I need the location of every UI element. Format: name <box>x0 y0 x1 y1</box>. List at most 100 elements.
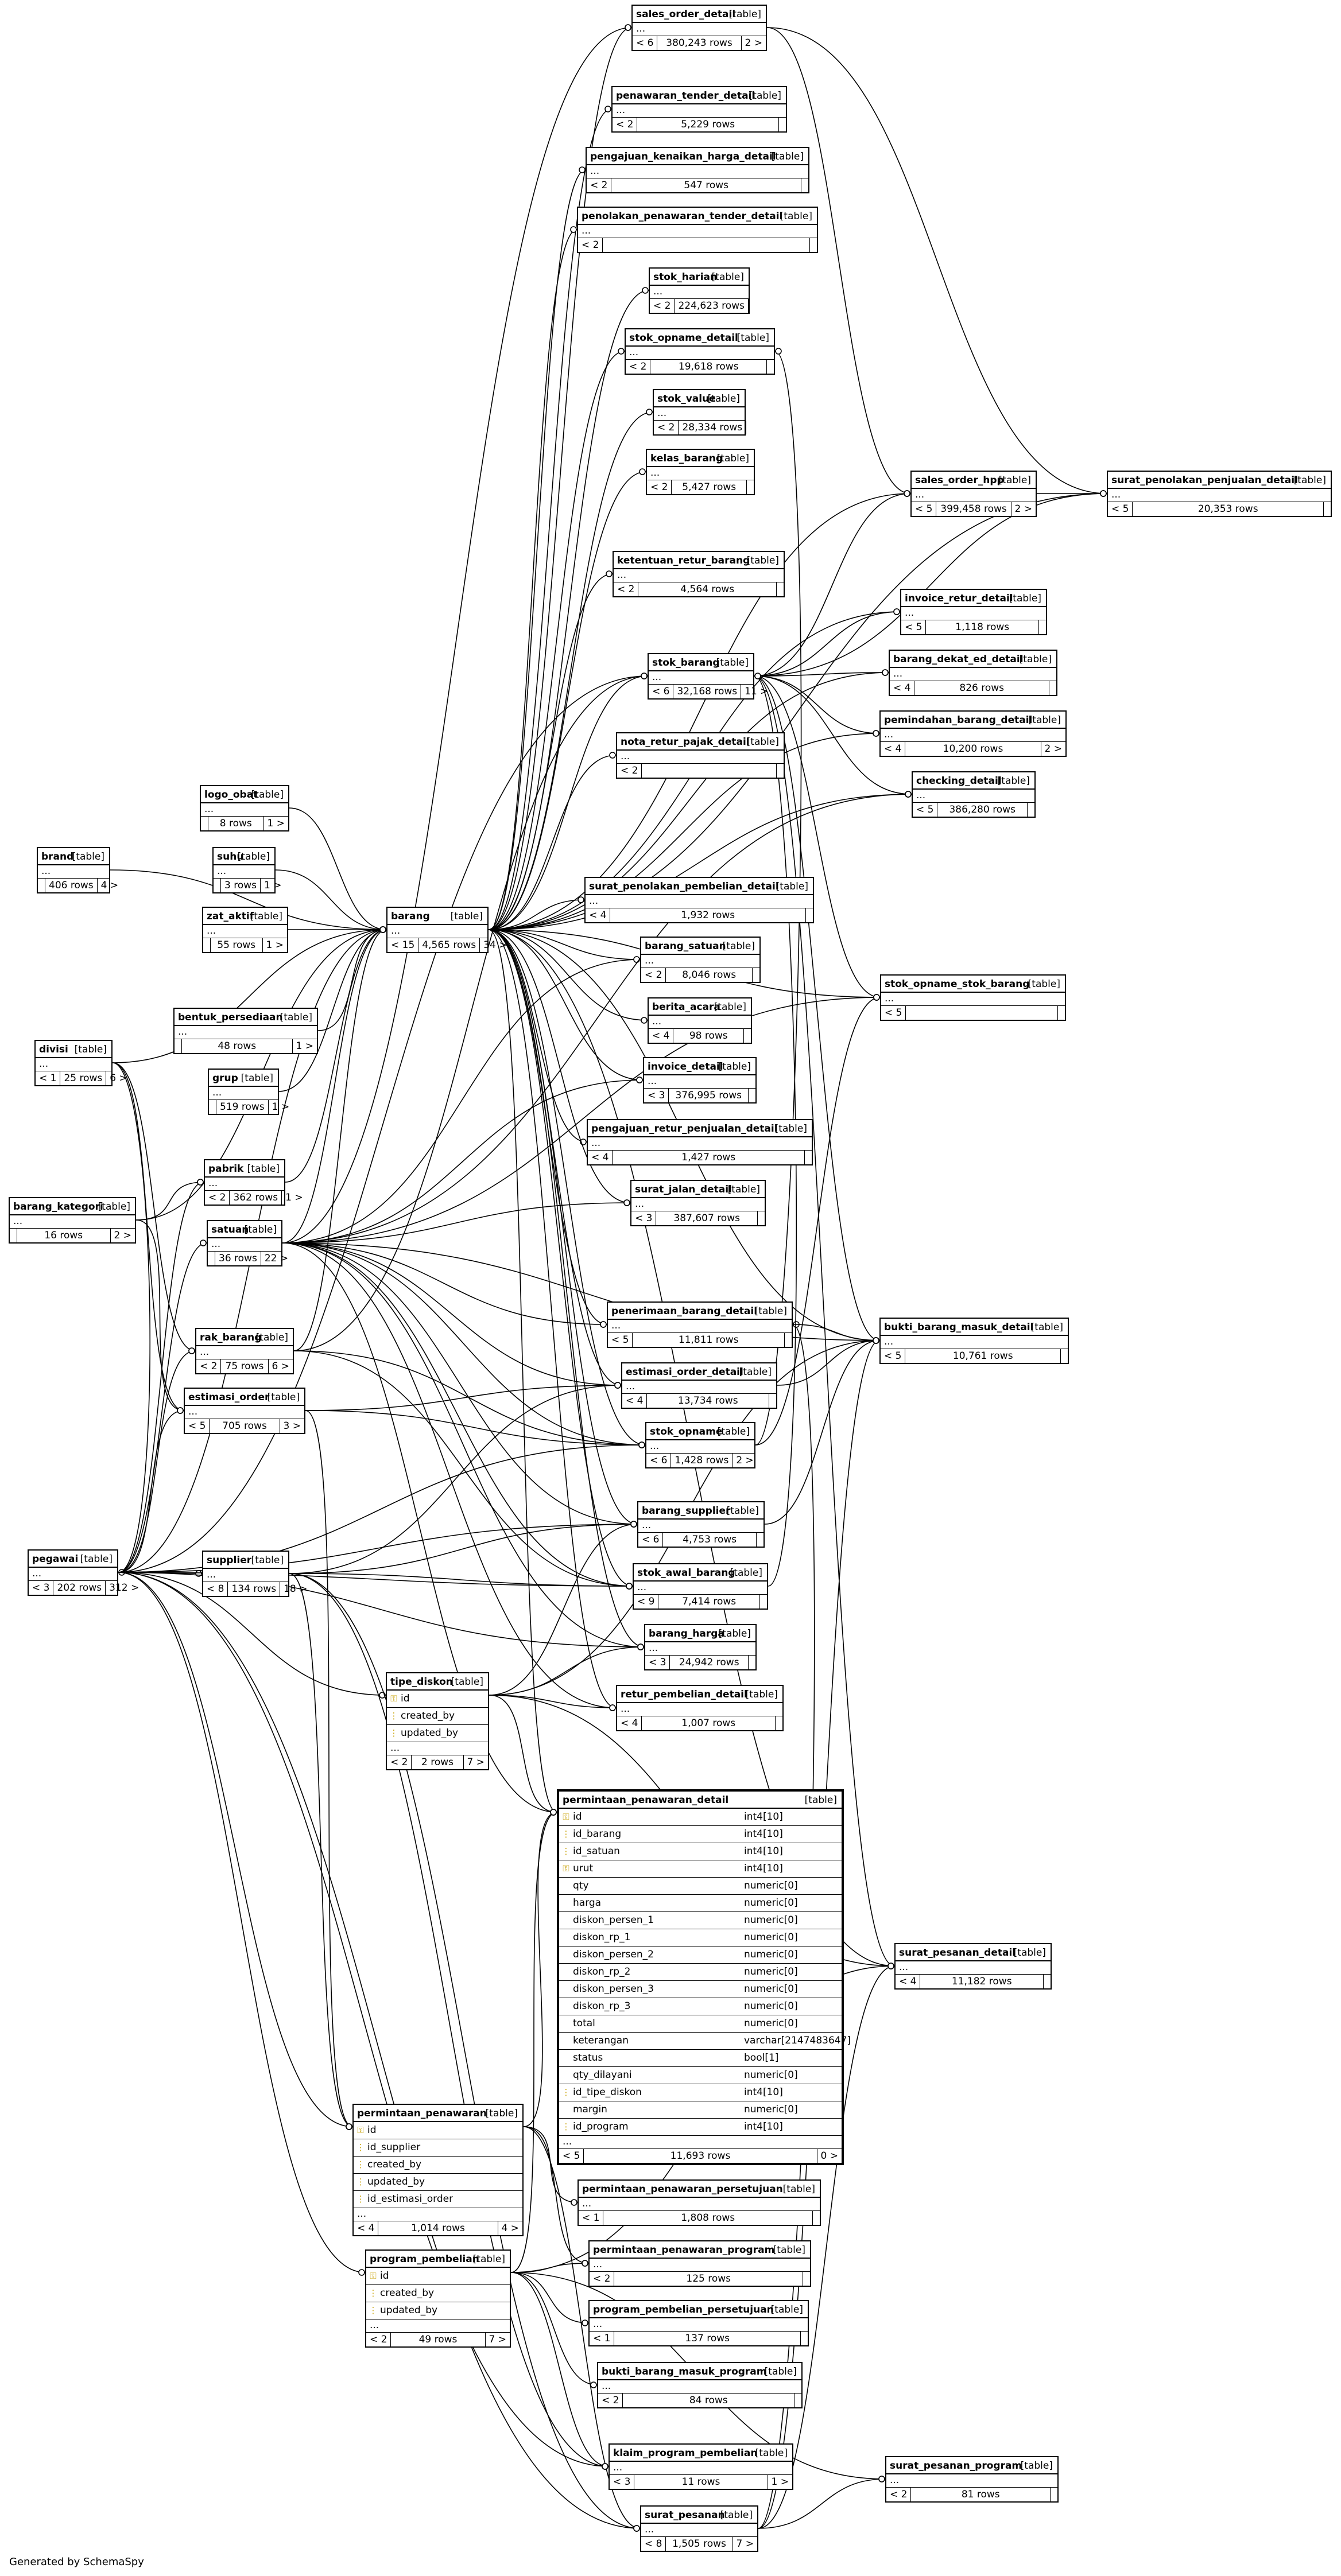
children-count[interactable]: 4 > <box>501 2223 519 2234</box>
table-name[interactable]: program_pembelian <box>370 2253 479 2265</box>
parents-count[interactable]: < 2 <box>886 2488 912 2501</box>
parents-count[interactable]: < 3 <box>644 1089 669 1102</box>
table-name[interactable]: estimasi_order_detail <box>626 1366 743 1378</box>
parents-count[interactable]: < 3 <box>29 1581 54 1595</box>
parents-count[interactable]: < 2 <box>654 421 679 434</box>
table-name[interactable]: stok_opname <box>650 1426 723 1437</box>
more-columns[interactable]: ... <box>387 1742 488 1755</box>
table-name[interactable]: retur_pembelian_detail <box>621 1689 747 1700</box>
more-columns[interactable]: ... <box>387 925 487 938</box>
children-count[interactable] <box>767 360 774 374</box>
parents-count[interactable]: < 2 <box>613 118 638 131</box>
more-columns[interactable]: ... <box>644 1075 755 1089</box>
more-columns[interactable]: ... <box>654 407 745 421</box>
table-name[interactable]: barang <box>391 911 430 922</box>
column-row[interactable]: ⋮id_estimasi_order <box>354 2191 522 2208</box>
table-name[interactable]: grup <box>212 1073 238 1084</box>
parents-count[interactable]: < 2 <box>205 1191 230 1205</box>
column-row[interactable]: ⋮updated_by <box>387 1725 488 1742</box>
parents-count[interactable] <box>209 1100 216 1114</box>
table-name[interactable]: brand <box>41 851 74 862</box>
more-columns[interactable]: ... <box>626 347 774 360</box>
children-count[interactable] <box>1049 681 1056 695</box>
children-count[interactable]: 1 > <box>771 2476 789 2488</box>
parents-count[interactable]: < 6 <box>638 1533 664 1547</box>
table-name[interactable]: pabrik <box>208 1163 244 1175</box>
parents-count[interactable]: < 2 <box>587 178 612 192</box>
children-count[interactable] <box>744 1029 751 1043</box>
children-count[interactable]: 1 > <box>285 1192 303 1203</box>
parents-count[interactable]: < 3 <box>610 2475 635 2489</box>
more-columns[interactable]: ... <box>617 751 784 764</box>
children-count[interactable] <box>801 2332 808 2345</box>
table-name[interactable]: barang_dekat_ed_detail <box>893 654 1024 665</box>
table-name[interactable]: zat_aktif <box>207 911 254 922</box>
column-row[interactable]: ⋮updated_by <box>366 2302 510 2319</box>
parents-count[interactable]: < 4 <box>617 1716 642 1730</box>
children-count[interactable] <box>769 1394 776 1408</box>
children-count[interactable]: 1 > <box>296 1040 313 1052</box>
children-count[interactable] <box>749 1089 755 1102</box>
children-count[interactable]: 2 > <box>736 1455 754 1466</box>
children-count[interactable] <box>776 1716 782 1730</box>
table-name[interactable]: stok_opname_detail <box>629 332 738 344</box>
more-columns[interactable]: ... <box>205 1178 284 1191</box>
more-columns[interactable]: ... <box>559 2136 842 2149</box>
children-count[interactable] <box>777 764 784 778</box>
children-count[interactable] <box>757 1533 763 1547</box>
children-count[interactable] <box>1058 1006 1065 1020</box>
children-count[interactable]: 4 > <box>100 880 119 891</box>
children-count[interactable]: 2 > <box>745 37 762 49</box>
children-count[interactable]: 312 > <box>109 1582 139 1594</box>
parents-count[interactable] <box>38 879 45 892</box>
table-name[interactable]: barang_satuan <box>645 941 726 952</box>
table-name[interactable]: penerimaan_barang_detail <box>611 1306 758 1317</box>
more-columns[interactable]: ... <box>38 865 109 879</box>
more-columns[interactable]: ... <box>610 2462 792 2475</box>
children-count[interactable]: 7 > <box>467 1757 485 1768</box>
more-columns[interactable]: ... <box>588 1137 812 1151</box>
children-count[interactable]: 1 > <box>267 818 285 829</box>
table-name[interactable]: ketentuan_retur_barang <box>617 555 750 566</box>
parents-count[interactable]: < 9 <box>634 1595 659 1608</box>
more-columns[interactable]: ... <box>586 895 813 908</box>
more-columns[interactable]: ... <box>203 925 287 938</box>
more-columns[interactable]: ... <box>647 467 754 480</box>
more-columns[interactable]: ... <box>587 165 808 178</box>
more-columns[interactable]: ... <box>613 104 786 118</box>
parents-count[interactable]: < 4 <box>881 742 906 756</box>
more-columns[interactable]: ... <box>590 2259 810 2272</box>
children-count[interactable]: 6 > <box>110 1073 127 1084</box>
parents-count[interactable]: < 5 <box>559 2149 584 2163</box>
parents-count[interactable]: < 2 <box>614 582 639 596</box>
parents-count[interactable]: < 4 <box>890 681 915 695</box>
table-name[interactable]: program_pembelian_persetujuan <box>593 2304 774 2315</box>
children-count[interactable]: 1 > <box>266 939 284 951</box>
parents-count[interactable]: < 5 <box>901 620 927 634</box>
table-name[interactable]: invoice_retur_detail <box>905 593 1013 604</box>
parents-count[interactable]: < 4 <box>586 908 611 922</box>
more-columns[interactable]: ... <box>622 1381 776 1394</box>
table-pengajuan-kenaikan-harga-detail[interactable]: pengajuan_kenaikan_harga_detail[table]..… <box>586 147 809 193</box>
table-stok-opname-stok-barang[interactable]: stok_opname_stok_barang[table]...< 5 <box>880 974 1066 1021</box>
